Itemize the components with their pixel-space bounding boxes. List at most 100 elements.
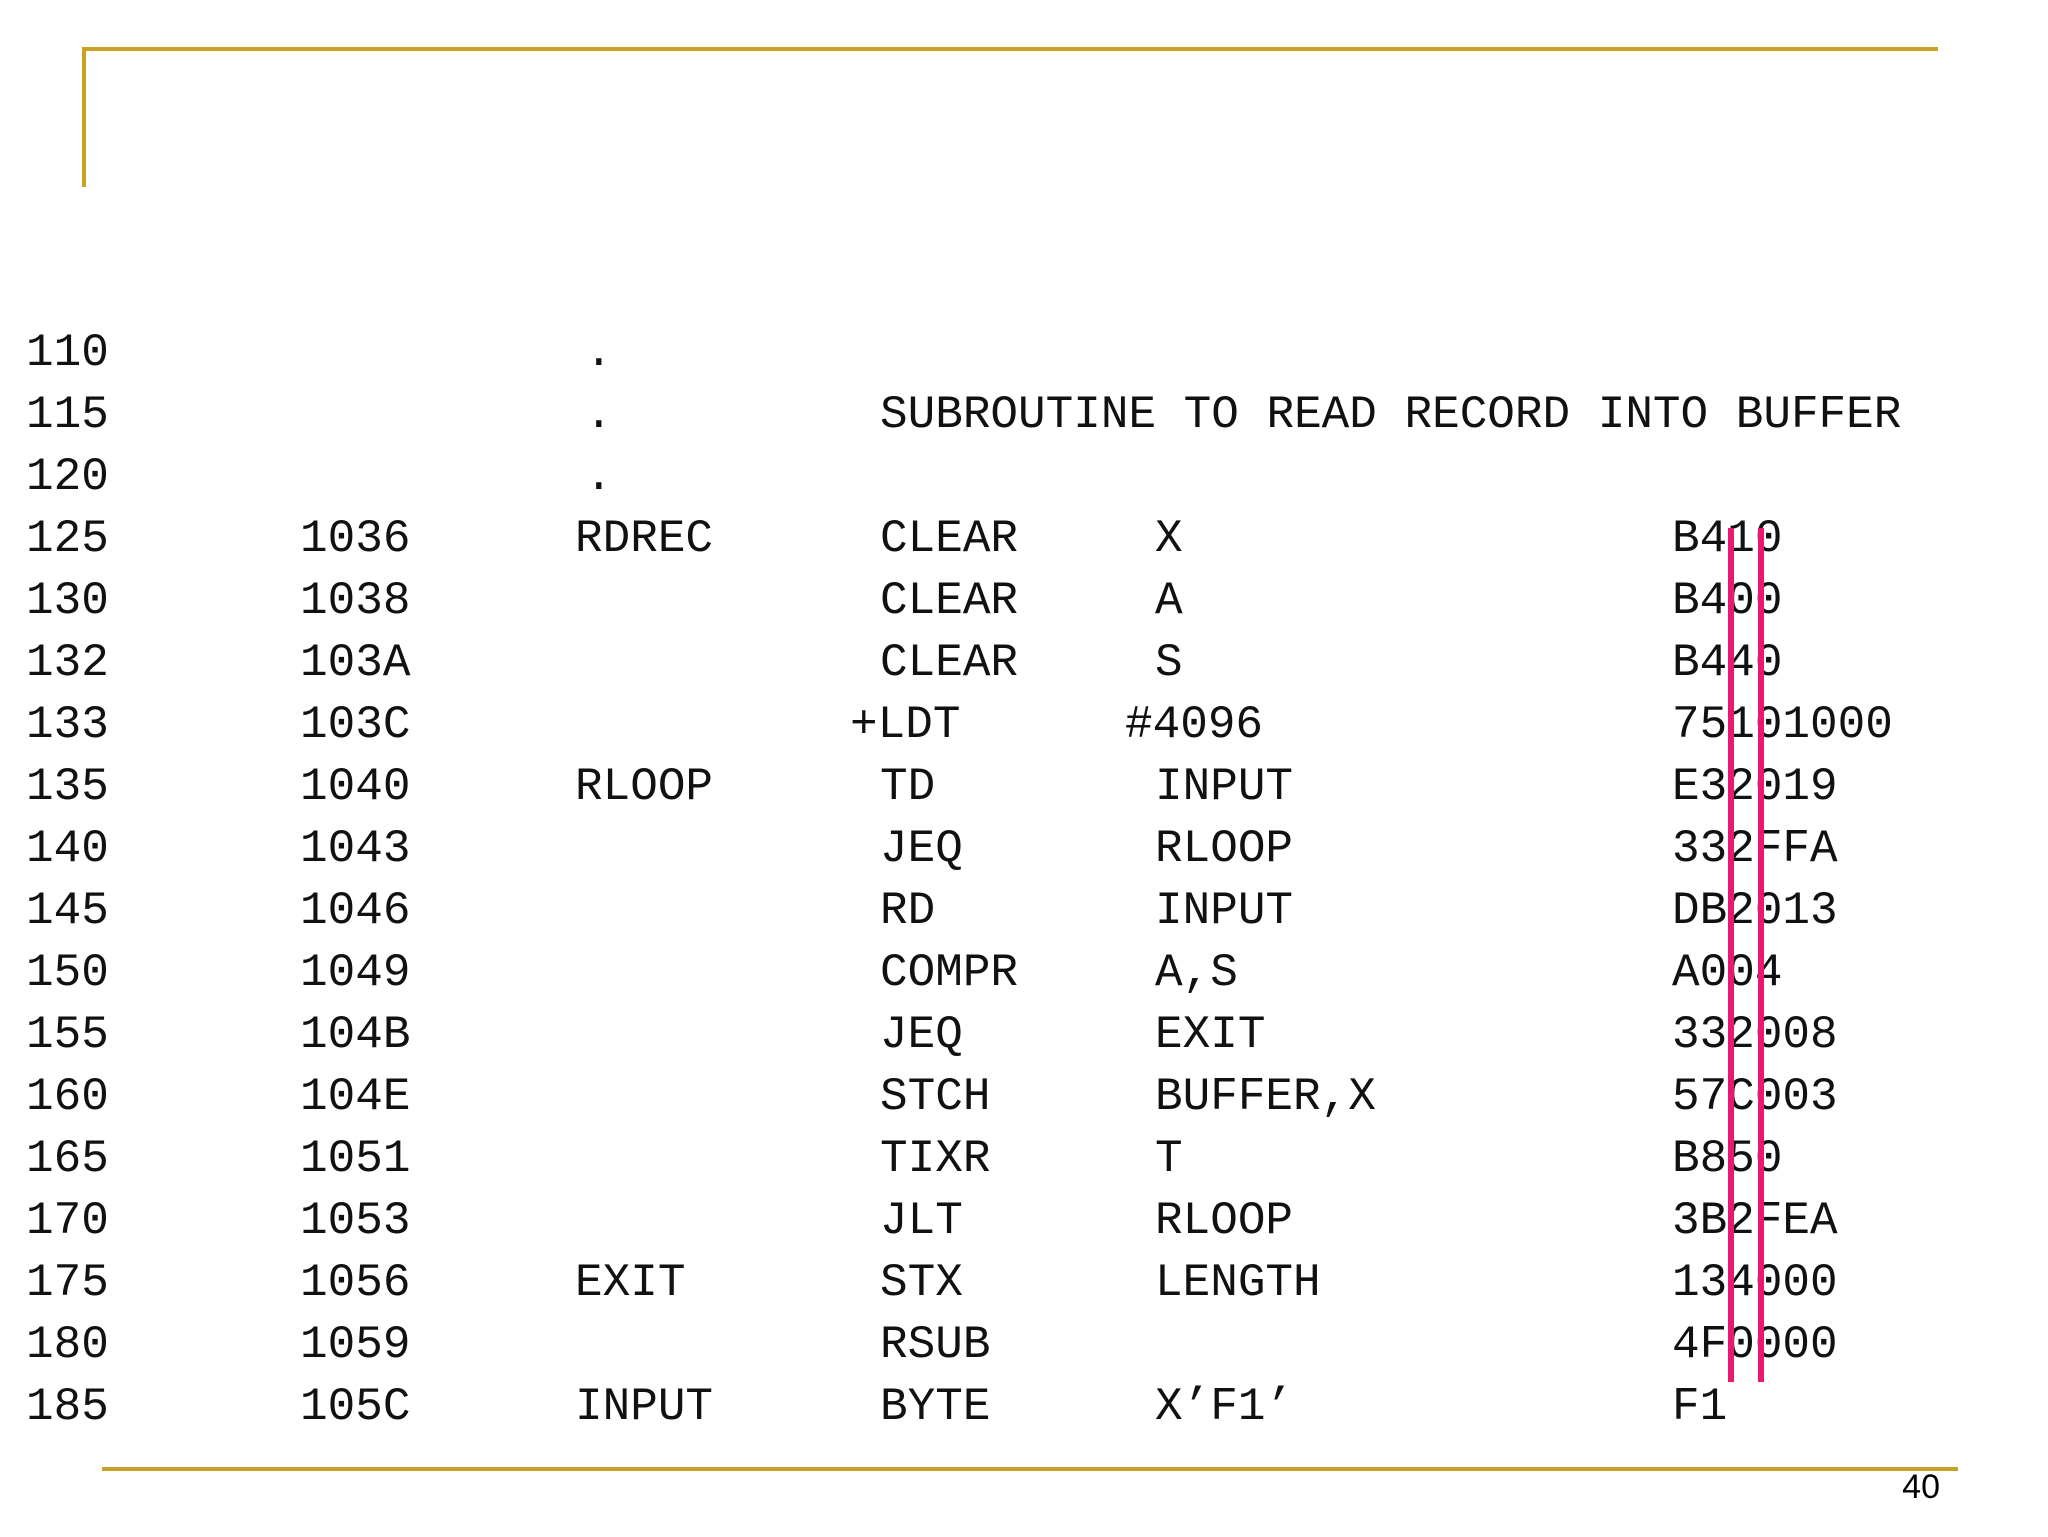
operand: A,S xyxy=(1155,947,1238,999)
line-number: 132 xyxy=(26,637,109,689)
location: 1056 xyxy=(300,1257,411,1309)
object-code: 4F0000 xyxy=(1672,1319,1838,1371)
operand: INPUT xyxy=(1155,885,1294,937)
object-code: 75101000 xyxy=(1672,699,1893,751)
label: RDREC xyxy=(575,513,714,565)
object-code: E32019 xyxy=(1672,761,1838,813)
listing-row: 145 1046 RD INPUT DB2013 xyxy=(0,880,2048,942)
listing-row-120: 120 . xyxy=(0,446,2048,508)
frame-left-rule xyxy=(82,47,86,187)
operand: BUFFER,X xyxy=(1155,1071,1376,1123)
line-number: 145 xyxy=(26,885,109,937)
label: EXIT xyxy=(575,1257,686,1309)
object-code: 332008 xyxy=(1672,1009,1838,1061)
location: 105C xyxy=(300,1381,411,1433)
listing-row: 175 1056 EXIT STX LENGTH 134000 xyxy=(0,1252,2048,1314)
object-code: F1 xyxy=(1672,1381,1728,1433)
opcode: RD xyxy=(880,885,936,937)
label: INPUT xyxy=(575,1381,714,1433)
object-code: B410 xyxy=(1672,508,1782,570)
line-number: 115 xyxy=(26,389,109,441)
opcode: JEQ xyxy=(880,1009,963,1061)
listing-row: 140 1043 JEQ RLOOP 332FFA xyxy=(0,818,2048,880)
location: 1053 xyxy=(300,1195,411,1247)
operand: LENGTH xyxy=(1155,1257,1321,1309)
line-number: 170 xyxy=(26,1195,109,1247)
highlight-marker-left xyxy=(1728,528,1734,1382)
line-number: 180 xyxy=(26,1319,109,1371)
opcode: COMPR xyxy=(880,947,1019,999)
operand: X’F1’ xyxy=(1155,1381,1294,1433)
opcode: +LDT xyxy=(850,699,961,751)
opcode: TIXR xyxy=(880,1133,991,1185)
listing-row: 130 1038 CLEAR A B400 xyxy=(0,570,2048,632)
listing-row: 135 1040 RLOOP TD INPUT E32019 xyxy=(0,756,2048,818)
object-code: 332FFA xyxy=(1672,823,1838,875)
line-number: 150 xyxy=(26,947,109,999)
object-code: B400 xyxy=(1672,570,1782,632)
listing-row-115: 115 . SUBROUTINE TO READ RECORD INTO BUF… xyxy=(0,384,2048,446)
location: 1036 xyxy=(300,513,411,565)
label: RLOOP xyxy=(575,761,714,813)
line-number: 140 xyxy=(26,823,109,875)
comment-dot: . xyxy=(585,451,613,503)
listing-row: 132 103A CLEAR S B440 xyxy=(0,632,2048,694)
opcode: BYTE xyxy=(880,1381,991,1433)
line-number: 120 xyxy=(26,451,109,503)
opcode: JEQ xyxy=(880,823,963,875)
opcode: TD xyxy=(880,761,936,813)
operand: INPUT xyxy=(1155,761,1294,813)
line-number: 133 xyxy=(26,699,109,751)
opcode: RSUB xyxy=(880,1319,991,1371)
line-number: 165 xyxy=(26,1133,109,1185)
location: 103C xyxy=(300,699,411,751)
line-number: 155 xyxy=(26,1009,109,1061)
listing-row: 125 1036 RDREC CLEAR X B410 xyxy=(0,508,2048,570)
location: 1040 xyxy=(300,761,411,813)
location: 1049 xyxy=(300,947,411,999)
line-number: 175 xyxy=(26,1257,109,1309)
comment-text: SUBROUTINE TO READ RECORD INTO BUFFER xyxy=(880,389,1902,441)
line-number: 130 xyxy=(26,575,109,627)
operand: RLOOP xyxy=(1155,1195,1294,1247)
listing-row: 180 1059 RSUB 4F0000 xyxy=(0,1314,2048,1376)
object-code: B440 xyxy=(1672,632,1782,694)
opcode: CLEAR xyxy=(880,637,1019,689)
opcode: STX xyxy=(880,1257,963,1309)
opcode: CLEAR xyxy=(880,575,1019,627)
object-code: 3B2FEA xyxy=(1672,1195,1838,1247)
listing-row: 165 1051 TIXR T B850 xyxy=(0,1128,2048,1190)
listing-row: 133 103C +LDT #4096 75101000 xyxy=(0,694,2048,756)
listing-row-110: 110 . xyxy=(0,322,2048,384)
listing-row: 185 105C INPUT BYTE X’F1’ F1 xyxy=(0,1376,2048,1438)
location: 104B xyxy=(300,1009,411,1061)
operand: #4096 xyxy=(1125,699,1264,751)
object-code: 57C003 xyxy=(1672,1071,1838,1123)
comment-dot: . xyxy=(585,389,613,441)
operand: RLOOP xyxy=(1155,823,1294,875)
operand: T xyxy=(1155,1133,1183,1185)
location: 1046 xyxy=(300,885,411,937)
opcode: STCH xyxy=(880,1071,991,1123)
comment-dot: . xyxy=(585,327,613,379)
location: 104E xyxy=(300,1071,411,1123)
listing-row: 155 104B JEQ EXIT 332008 xyxy=(0,1004,2048,1066)
object-code: B850 xyxy=(1672,1128,1782,1190)
operand: EXIT xyxy=(1155,1009,1266,1061)
operand: A xyxy=(1155,575,1183,627)
operand: X xyxy=(1155,513,1183,565)
location: 1051 xyxy=(300,1133,411,1185)
opcode: JLT xyxy=(880,1195,963,1247)
frame-top-rule xyxy=(82,47,1938,51)
object-code: 134000 xyxy=(1672,1257,1838,1309)
operand: S xyxy=(1155,637,1183,689)
location: 103A xyxy=(300,637,411,689)
line-number: 125 xyxy=(26,513,109,565)
page-number: 40 xyxy=(1902,1468,1940,1506)
listing-row: 170 1053 JLT RLOOP 3B2FEA xyxy=(0,1190,2048,1252)
listing-row: 150 1049 COMPR A,S A004 xyxy=(0,942,2048,1004)
location: 1038 xyxy=(300,575,411,627)
frame-bottom-rule xyxy=(102,1467,1958,1471)
line-number: 160 xyxy=(26,1071,109,1123)
object-code: A004 xyxy=(1672,942,1782,1004)
